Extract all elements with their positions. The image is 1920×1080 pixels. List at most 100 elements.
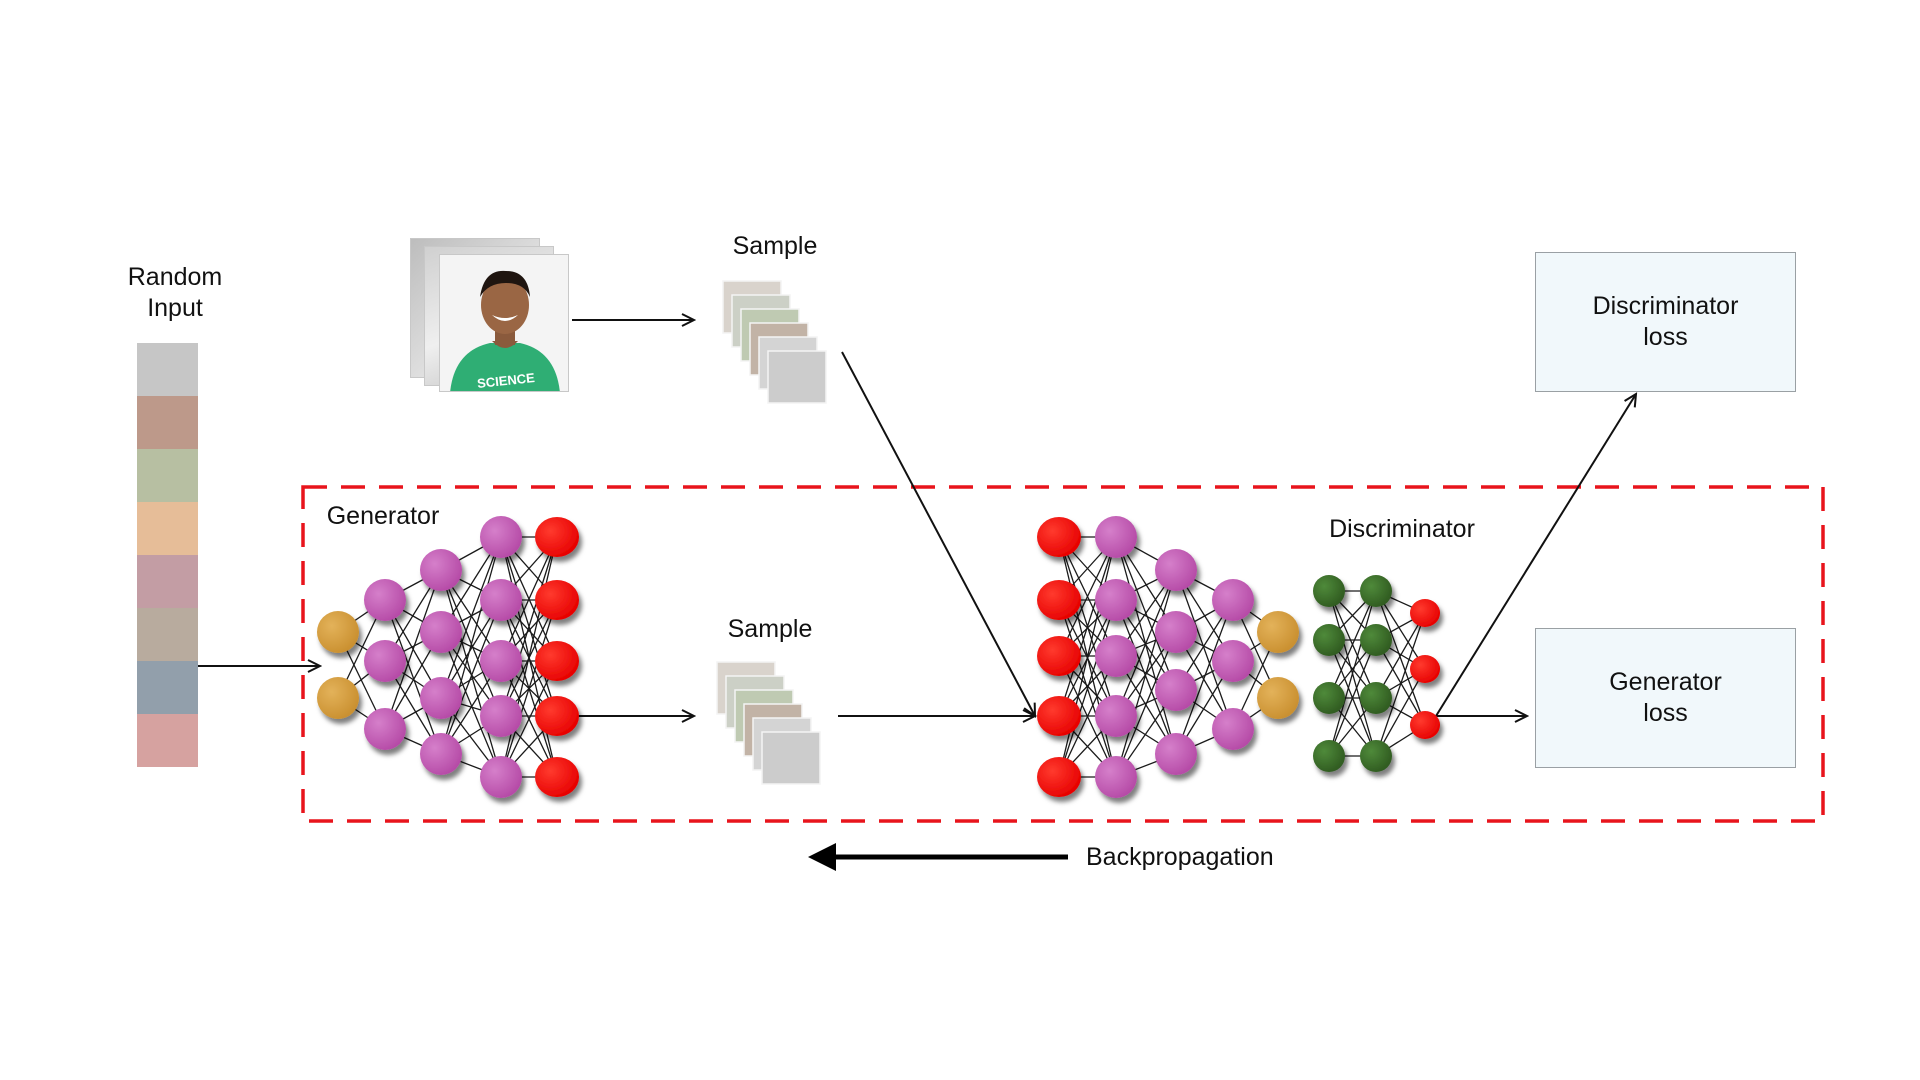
neurons: [317, 516, 579, 798]
discriminator-network: [1037, 516, 1440, 798]
sample-tile: [767, 350, 827, 404]
connection: [1058, 655, 1117, 778]
random-input-label-line2: Input: [147, 294, 203, 322]
connection: [440, 599, 502, 755]
neuron-hidden: [364, 640, 406, 682]
neuron-hidden: [480, 579, 522, 621]
neuron-hidden: [480, 756, 522, 798]
neuron-output: [1037, 757, 1081, 797]
random-input-cell: [137, 608, 198, 661]
sample-stack-top: [722, 280, 827, 404]
connection: [440, 631, 502, 778]
random-input-label: Random Input: [110, 262, 240, 324]
sample-bottom-label: Sample: [727, 615, 813, 643]
neuron-output: [535, 580, 579, 620]
connection: [1058, 599, 1117, 778]
connection: [384, 599, 442, 755]
random-input-cell: [137, 661, 198, 714]
neuron-output: [1037, 517, 1081, 557]
connection: [1375, 612, 1426, 757]
neuron-input: [1257, 611, 1299, 653]
training-boundary: [301, 485, 1825, 823]
connection: [440, 536, 502, 699]
neuron-output: [535, 696, 579, 736]
neuron-discriminator: [1313, 575, 1345, 607]
connection: [1175, 599, 1234, 755]
neuron-hidden: [480, 516, 522, 558]
generator-label: Generator: [326, 502, 440, 530]
neuron-hidden: [420, 549, 462, 591]
neurons: [1037, 516, 1440, 798]
flow-arrows: [198, 320, 1636, 716]
neuron-hidden: [1095, 635, 1137, 677]
random-input-cell: [137, 449, 198, 502]
neuron-output: [1037, 696, 1081, 736]
connection: [1115, 569, 1177, 717]
neuron-discriminator: [1360, 740, 1392, 772]
real-image-photo: SCIENCE: [439, 254, 569, 392]
generator-loss-line2: loss: [1643, 699, 1688, 727]
neuron-discriminator: [1360, 575, 1392, 607]
random-input-label-line1: Random: [127, 263, 223, 291]
sample-tile: [761, 731, 821, 785]
neuron-output: [1410, 655, 1440, 683]
generator-network: [317, 516, 579, 798]
connection: [1115, 631, 1177, 778]
discriminator-loss-line1: Discriminator: [1592, 292, 1739, 320]
neuron-discriminator: [1360, 624, 1392, 656]
connection: [1375, 668, 1426, 757]
photo-shirt-text: SCIENCE: [476, 370, 535, 391]
neuron-hidden: [1212, 640, 1254, 682]
neuron-hidden: [364, 579, 406, 621]
neuron-hidden: [420, 611, 462, 653]
discriminator-loss-line2: loss: [1643, 323, 1688, 351]
neuron-output: [535, 517, 579, 557]
neuron-input: [317, 611, 359, 653]
neuron-hidden: [420, 677, 462, 719]
neuron-output: [1037, 580, 1081, 620]
neuron-hidden: [1095, 756, 1137, 798]
sample-top-label: Sample: [732, 232, 818, 260]
neuron-output: [1410, 599, 1440, 627]
connection: [1328, 590, 1377, 757]
connection: [1375, 590, 1426, 726]
backpropagation-arrow: [808, 843, 1068, 871]
random-input-vector: [137, 343, 198, 767]
neuron-hidden: [1155, 733, 1197, 775]
connection: [1058, 536, 1117, 717]
connection: [500, 536, 558, 717]
neuron-hidden: [1212, 708, 1254, 750]
neuron-hidden: [1095, 516, 1137, 558]
generator-loss-line1: Generator: [1609, 668, 1722, 696]
neuron-hidden: [1212, 579, 1254, 621]
arrow-to-discriminator-loss: [1435, 394, 1636, 717]
neuron-hidden: [1155, 611, 1197, 653]
neuron-hidden: [1155, 549, 1197, 591]
generator-loss-box: Generator loss: [1535, 628, 1796, 768]
neuron-hidden: [1095, 695, 1137, 737]
arrow-real-sample-to-discriminator: [841, 351, 1035, 716]
random-input-cell: [137, 555, 198, 608]
connection: [1058, 536, 1117, 778]
connection: [1328, 590, 1377, 699]
neuron-discriminator: [1313, 624, 1345, 656]
neuron-output: [1037, 636, 1081, 676]
neuron-hidden: [364, 708, 406, 750]
random-input-cell: [137, 714, 198, 767]
neuron-hidden: [480, 640, 522, 682]
neuron-output: [535, 757, 579, 797]
connection: [500, 536, 558, 778]
random-input-cell: [137, 343, 198, 396]
connection: [1175, 569, 1234, 730]
neuron-hidden: [1155, 669, 1197, 711]
neuron-discriminator: [1360, 682, 1392, 714]
connection: [500, 599, 558, 778]
neuron-hidden: [420, 733, 462, 775]
connection: [440, 536, 502, 755]
neuron-discriminator: [1313, 740, 1345, 772]
connection: [384, 569, 442, 730]
connection: [1115, 569, 1177, 778]
connection: [1328, 639, 1377, 757]
neuron-output: [1410, 711, 1440, 739]
